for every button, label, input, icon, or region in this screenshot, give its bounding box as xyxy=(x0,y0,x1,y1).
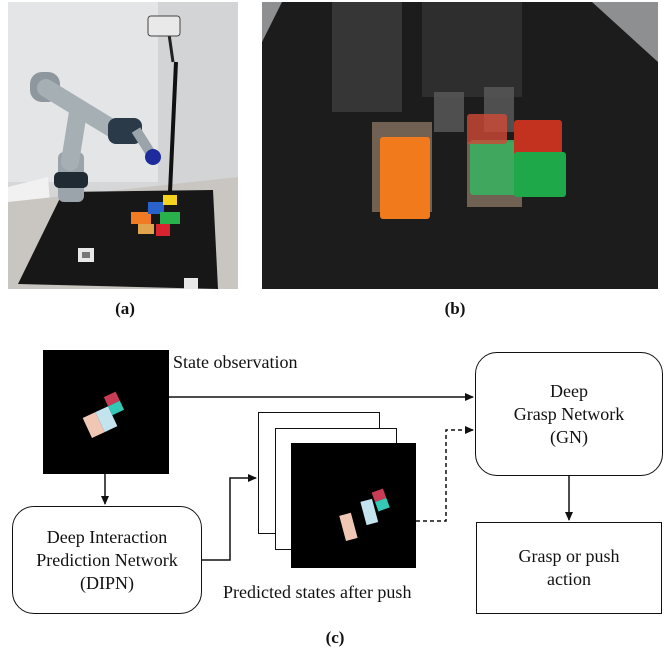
dipn-box: Deep Interaction Prediction Network (DIP… xyxy=(12,506,202,614)
caption-a: (a) xyxy=(115,299,135,318)
action-label-line1: Grasp or push xyxy=(518,546,620,566)
state-observation-image xyxy=(43,350,169,474)
gn-label-line1: Deep xyxy=(550,380,588,401)
caption-b: (b) xyxy=(444,299,466,318)
action-box: Grasp or push action xyxy=(476,522,662,614)
predicted-state-image xyxy=(291,443,416,568)
state-observation-label: State observation xyxy=(173,352,298,372)
gn-label-line2: Grasp Network xyxy=(513,403,625,424)
caption-c: (c) xyxy=(325,628,345,647)
arrow-dipn-to-predicted xyxy=(200,474,257,561)
robot-setup-photo xyxy=(8,2,238,289)
arrow-predicted-to-gn xyxy=(416,426,474,522)
predicted-states-label: Predicted states after push xyxy=(223,582,412,602)
grasp-closeup-photo xyxy=(262,2,658,289)
grasp-network-box: Deep Grasp Network (GN) xyxy=(475,352,663,476)
action-label-line2: action xyxy=(547,569,591,589)
dipn-label-line3: (DIPN) xyxy=(80,572,134,593)
gn-label-line3: (GN) xyxy=(549,426,588,447)
dipn-label-line2: Prediction Network xyxy=(36,549,178,570)
dipn-label-line1: Deep Interaction xyxy=(46,526,168,547)
